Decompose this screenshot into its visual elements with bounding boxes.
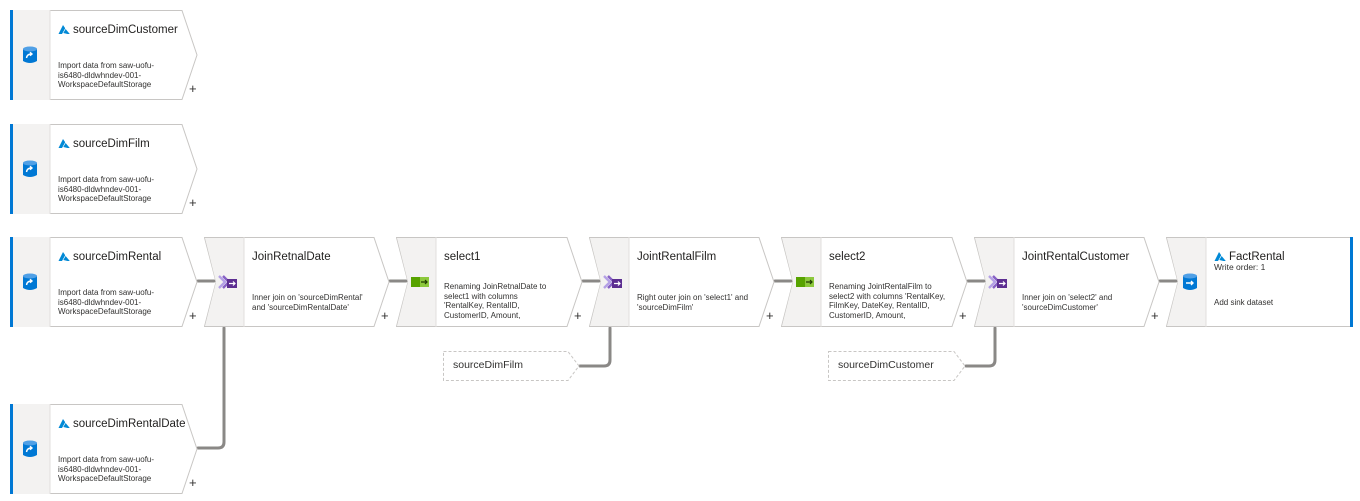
source-icon-strip <box>10 124 50 214</box>
node-title: sourceDimCustomer <box>73 24 178 36</box>
node-frame <box>10 404 198 494</box>
node-title: JointRentalFilm <box>637 251 717 263</box>
select-icon <box>411 277 429 287</box>
add-transformation-button[interactable]: + <box>189 308 197 323</box>
node-frame <box>10 10 198 100</box>
database-import-icon <box>23 273 37 290</box>
database-import-icon <box>23 46 37 63</box>
source-icon-strip <box>10 404 50 494</box>
azure-logo-icon <box>1214 252 1226 262</box>
source-node-dimcustomer[interactable]: sourceDimCustomer Import data from saw-u… <box>10 10 198 100</box>
wire-rentaldate-join1 <box>196 326 226 450</box>
add-transformation-button[interactable]: + <box>189 475 197 490</box>
node-frame <box>204 237 390 327</box>
add-transformation-button[interactable]: + <box>381 308 389 323</box>
add-transformation-button[interactable]: + <box>189 195 197 210</box>
node-title: sourceDimRentalDate <box>73 418 186 430</box>
database-import-icon <box>23 160 37 177</box>
join-icon-strip <box>978 237 1018 327</box>
node-title: select2 <box>829 251 866 263</box>
wire-film-join2 <box>578 326 612 368</box>
node-title: select1 <box>444 251 481 263</box>
join-icon <box>218 275 237 289</box>
source-node-dimrental[interactable]: sourceDimRental Import data from saw-uof… <box>10 237 198 327</box>
chip-label: sourceDimCustomer <box>838 359 934 371</box>
source-node-dimfilm[interactable]: sourceDimFilm Import data from saw-uofu-… <box>10 124 198 214</box>
node-frame <box>974 237 1160 327</box>
source-icon-strip <box>10 237 50 327</box>
node-description: Renaming JoinRetnalDate to select1 with … <box>444 282 547 321</box>
write-order-label: Write order: 1 <box>1214 262 1266 272</box>
node-description: Add sink dataset <box>1214 298 1274 307</box>
join-icon-strip <box>208 237 248 327</box>
node-description: Import data from saw-uofu-is6480-dldwhnd… <box>58 61 155 89</box>
add-transformation-button[interactable]: + <box>574 308 582 323</box>
sink-node-factrental[interactable]: FactRental Write order: 1 Add sink datas… <box>1166 237 1353 327</box>
azure-logo-icon <box>58 419 70 429</box>
chip-label: sourceDimFilm <box>453 359 524 371</box>
node-description: Renaming JointRentalFilm to select2 with… <box>829 282 946 321</box>
add-transformation-button[interactable]: + <box>959 308 967 323</box>
select-node-select2[interactable]: select2 Renaming JointRentalFilm to sele… <box>781 237 968 327</box>
node-description: Inner join on 'select2' and 'sourceDimCu… <box>1022 293 1113 312</box>
source-node-dimrentaldate[interactable]: sourceDimRentalDate Import data from saw… <box>10 404 198 494</box>
node-description: Inner join on 'sourceDimRental' and 'sou… <box>252 293 363 312</box>
node-description: Import data from saw-uofu-is6480-dldwhnd… <box>58 175 155 203</box>
reference-chip-sourcedimcustomer[interactable]: sourceDimCustomer <box>828 351 966 381</box>
select-icon-strip <box>400 237 440 327</box>
node-frame <box>589 237 775 327</box>
join-node-joinretnaldate[interactable]: JoinRetnalDate Inner join on 'sourceDimR… <box>204 237 390 327</box>
join-node-jointrentalfilm[interactable]: JointRentalFilm Right outer join on 'sel… <box>589 237 775 327</box>
wire-customer-join3 <box>964 326 997 368</box>
node-title: JoinRetnalDate <box>252 251 331 263</box>
join-icon <box>988 275 1007 289</box>
node-description: Import data from saw-uofu-is6480-dldwhnd… <box>58 455 155 483</box>
node-description: Import data from saw-uofu-is6480-dldwhnd… <box>58 288 155 316</box>
add-transformation-button[interactable]: + <box>1151 308 1159 323</box>
join-icon <box>603 275 622 289</box>
join-icon-strip <box>593 237 633 327</box>
select-icon-strip <box>785 237 825 327</box>
azure-logo-icon <box>58 25 70 35</box>
node-title: sourceDimFilm <box>73 138 150 150</box>
select-node-select1[interactable]: select1 Renaming JoinRetnalDate to selec… <box>396 237 583 327</box>
chip-frame <box>443 351 580 381</box>
database-export-icon <box>1183 273 1197 290</box>
add-transformation-button[interactable]: + <box>766 308 774 323</box>
sink-icon-strip <box>1170 237 1210 327</box>
reference-chip-sourcedimfilm[interactable]: sourceDimFilm <box>443 351 580 381</box>
database-import-icon <box>23 440 37 457</box>
join-node-jointrentalcustomer[interactable]: JointRentalCustomer Inner join on 'selec… <box>974 237 1160 327</box>
node-frame <box>10 237 198 327</box>
source-icon-strip <box>10 10 50 100</box>
chip-frame <box>828 351 966 381</box>
azure-logo-icon <box>58 252 70 262</box>
azure-logo-icon <box>58 139 70 149</box>
node-description: Right outer join on 'select1' and 'sourc… <box>637 293 749 312</box>
node-title: FactRental <box>1229 251 1285 263</box>
add-transformation-button[interactable]: + <box>189 81 197 96</box>
node-title: JointRentalCustomer <box>1022 251 1130 263</box>
node-title: sourceDimRental <box>73 251 162 263</box>
select-icon <box>796 277 814 287</box>
